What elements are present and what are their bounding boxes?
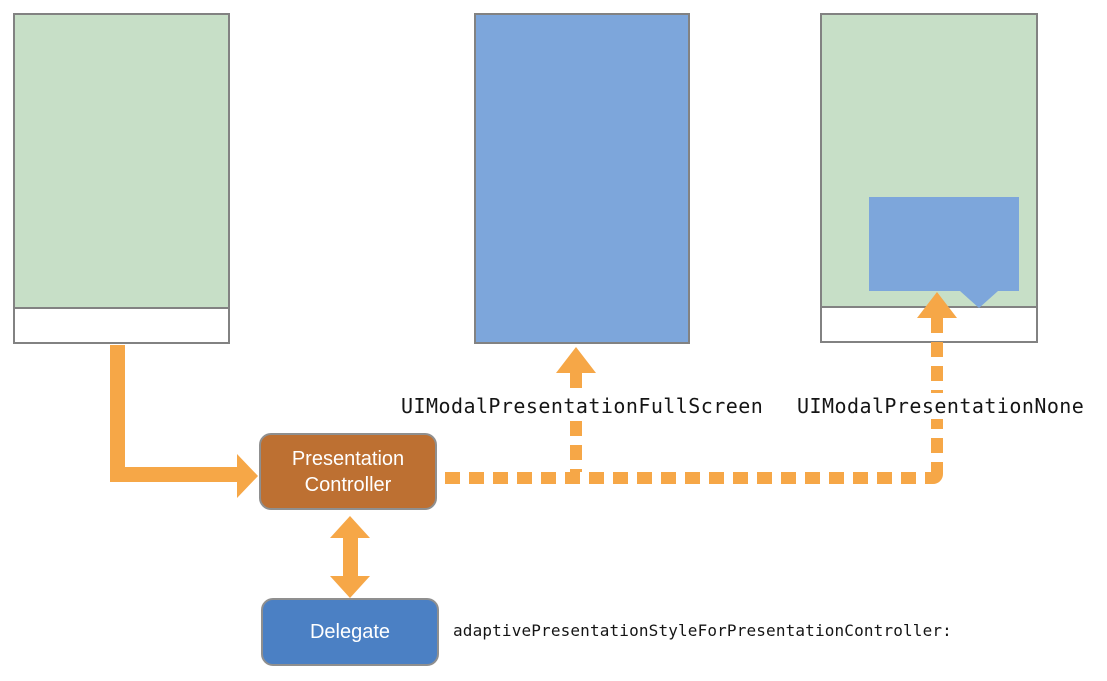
- fullscreen-dashed-arrowhead-icon: [556, 347, 596, 373]
- presenting-to-controller-arrow-horizontal: [110, 467, 237, 482]
- fullscreen-presented-screen: [474, 13, 690, 344]
- popover-arrow-tail-icon: [960, 291, 998, 308]
- dashed-connector-to-fullscreen-vertical: [570, 373, 582, 472]
- popover-view: [869, 197, 1019, 291]
- presenting-screen: [13, 13, 230, 344]
- popover-dashed-arrowhead-icon: [917, 292, 957, 318]
- presenting-screen-content: [15, 15, 228, 309]
- dashed-connector-to-popover-vertical: [931, 318, 943, 463]
- controller-delegate-arrowhead-down-icon: [330, 576, 370, 598]
- presentation-controller-node: Presentation Controller: [259, 433, 437, 510]
- controller-dashed-connector-corner: [927, 472, 943, 484]
- label-uimodalpresentationnone: UIModalPresentationNone: [794, 393, 1088, 419]
- label-uimodalpresentationfullscreen: UIModalPresentationFullScreen: [398, 393, 767, 419]
- controller-delegate-arrowhead-up-icon: [330, 516, 370, 538]
- label-adaptive-presentation-method: adaptivePresentationStyleForPresentation…: [450, 620, 955, 641]
- controller-dashed-connector-corner-stub: [931, 463, 943, 474]
- presenting-screen-bottom-bar: [15, 311, 228, 342]
- controller-dashed-connector-horizontal: [445, 472, 927, 484]
- presenting-to-controller-arrow-vertical: [110, 345, 125, 482]
- presenting-to-controller-arrowhead-icon: [237, 454, 258, 498]
- popover-presented-screen: [820, 13, 1038, 343]
- controller-delegate-arrow-shaft: [343, 534, 358, 580]
- delegate-node: Delegate: [261, 598, 439, 666]
